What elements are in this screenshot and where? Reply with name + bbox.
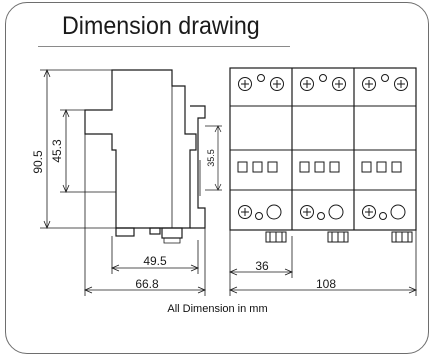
- title-underline: [38, 46, 290, 47]
- front-view: [229, 67, 417, 243]
- dim-label-depth-front: 49.5: [143, 254, 167, 268]
- side-view: [84, 69, 206, 244]
- dim-label-depth-total: 66.8: [135, 277, 159, 291]
- units-note: All Dimension in mm: [167, 303, 268, 315]
- dim-overall-height: [40, 68, 116, 230]
- bottom-terminals: [238, 204, 406, 220]
- drawing-frame: [5, 2, 429, 354]
- dim-label-right-height: 35.5: [206, 149, 216, 167]
- dim-depth-front: [110, 236, 200, 274]
- dim-total-width: [228, 230, 418, 296]
- dim-depth-total: [83, 134, 207, 296]
- dim-label-pole-width: 36: [255, 259, 269, 273]
- dim-label-total-width: 108: [316, 277, 336, 291]
- dim-right-height: [205, 125, 222, 191]
- dim-mid-height: [60, 108, 116, 194]
- dim-label-mid-height: 45.3: [50, 139, 64, 163]
- dim-label-overall-height: 90.5: [31, 150, 45, 174]
- bottom-connectors: [230, 229, 416, 243]
- indicator-windows: [237, 161, 402, 173]
- page-title: Dimension drawing: [62, 12, 260, 40]
- dim-pole-width: [228, 230, 294, 296]
- top-terminals: [238, 74, 408, 91]
